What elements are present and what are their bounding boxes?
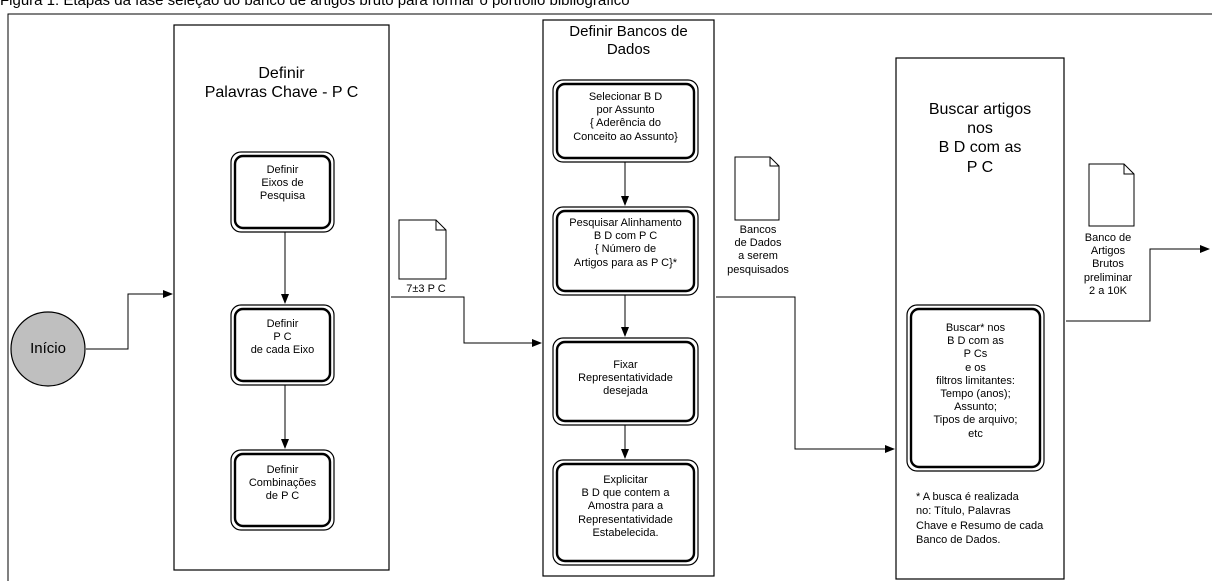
panel1-step-1: Definir Eixos de Pesquisa [259,164,306,203]
panel1-title: Definir Palavras Chave - P C [204,65,359,102]
output-label: Banco de Artigos Brutos preliminar 2 a 1… [1083,232,1133,297]
panel2-step-1: Selecionar B D por Assunto { Aderência d… [573,91,678,143]
panel2-step-4: Explicitar B D que contem a Amostra para… [578,474,673,539]
doc-banks-label: Bancos de Dados a serem pesquisados [727,224,789,276]
connector-arrows [86,162,1210,459]
panel1-step-2: Definir P C de cada Eixo [250,318,315,357]
outer-frame [7,13,1212,581]
panel1-step-boxes [230,151,335,531]
figure-caption: Figura 1: Etapas da fase seleção do banc… [0,0,630,9]
panel3-footnote: * A busca é realizada no: Título, Palavr… [916,491,1044,546]
panel2-title: Definir Bancos de Dados [569,23,688,58]
panel2-step-2: Pesquisar Alinhamento B D com P C { Núme… [569,217,682,269]
panel2-step-boxes [552,79,699,566]
panel3-step-box [906,304,1045,472]
panel-palavras-chave [173,24,390,571]
document-icons [398,156,1135,280]
panel1-step-3: Definir Combinações de P C [248,464,317,503]
start-circle [10,311,86,387]
panel3-title: Buscar artigos nos B D com as P C [928,101,1032,176]
start-label: Início [30,340,66,357]
panel2-step-3: Fixar Representatividade desejada [578,359,673,398]
panel-bancos-de-dados [542,19,715,577]
connector-label-pc: 7±3 P C [406,283,446,295]
panel-buscar-artigos [895,57,1065,580]
panel3-step: Buscar* nos B D com as P Cs e os filtros… [933,322,1018,440]
